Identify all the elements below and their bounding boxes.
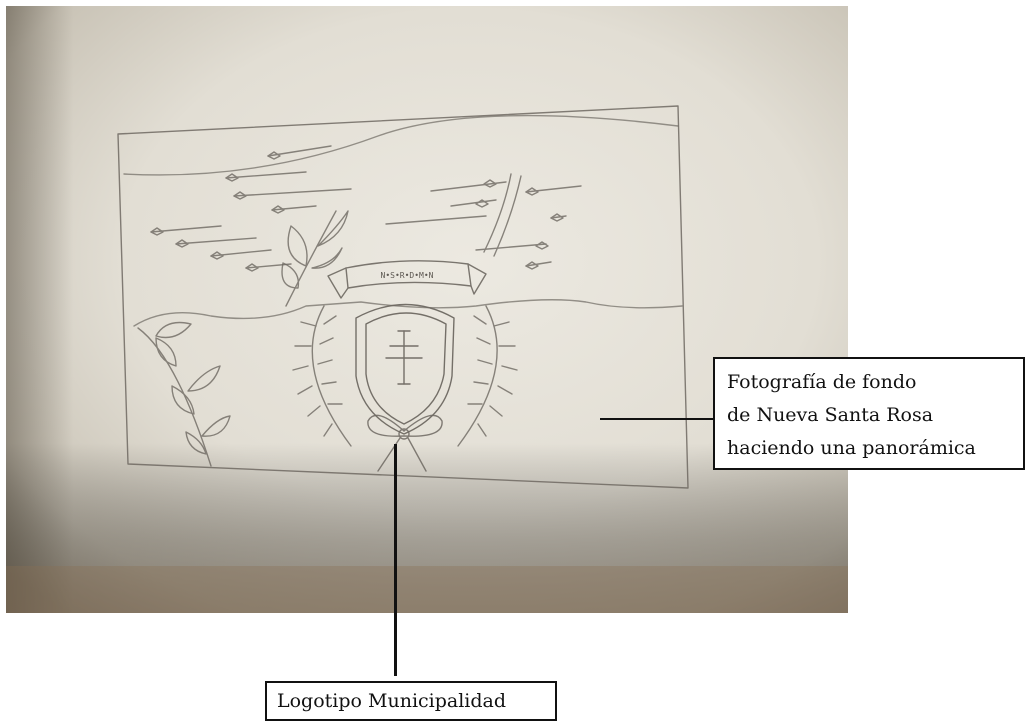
callout-background-photo: Fotografía de fondo de Nueva Santa Rosa … — [713, 357, 1025, 470]
callout-background-line-3: haciendo una panorámica — [727, 432, 1013, 465]
callout-logo: Logotipo Municipalidad — [265, 681, 557, 721]
callout-background-line-2: de Nueva Santa Rosa — [727, 399, 1013, 432]
sketch-photograph: N•S•R•D•M•N — [6, 6, 848, 613]
sketch-drawing: N•S•R•D•M•N — [6, 6, 848, 613]
callout-background-line-1: Fotografía de fondo — [727, 366, 1013, 399]
leader-line-background — [600, 418, 713, 420]
leader-line-logo — [394, 444, 397, 676]
table-edge — [6, 566, 848, 613]
crest-banner-text: N•S•R•D•M•N — [381, 271, 434, 280]
paper-shadow-left — [6, 6, 848, 613]
